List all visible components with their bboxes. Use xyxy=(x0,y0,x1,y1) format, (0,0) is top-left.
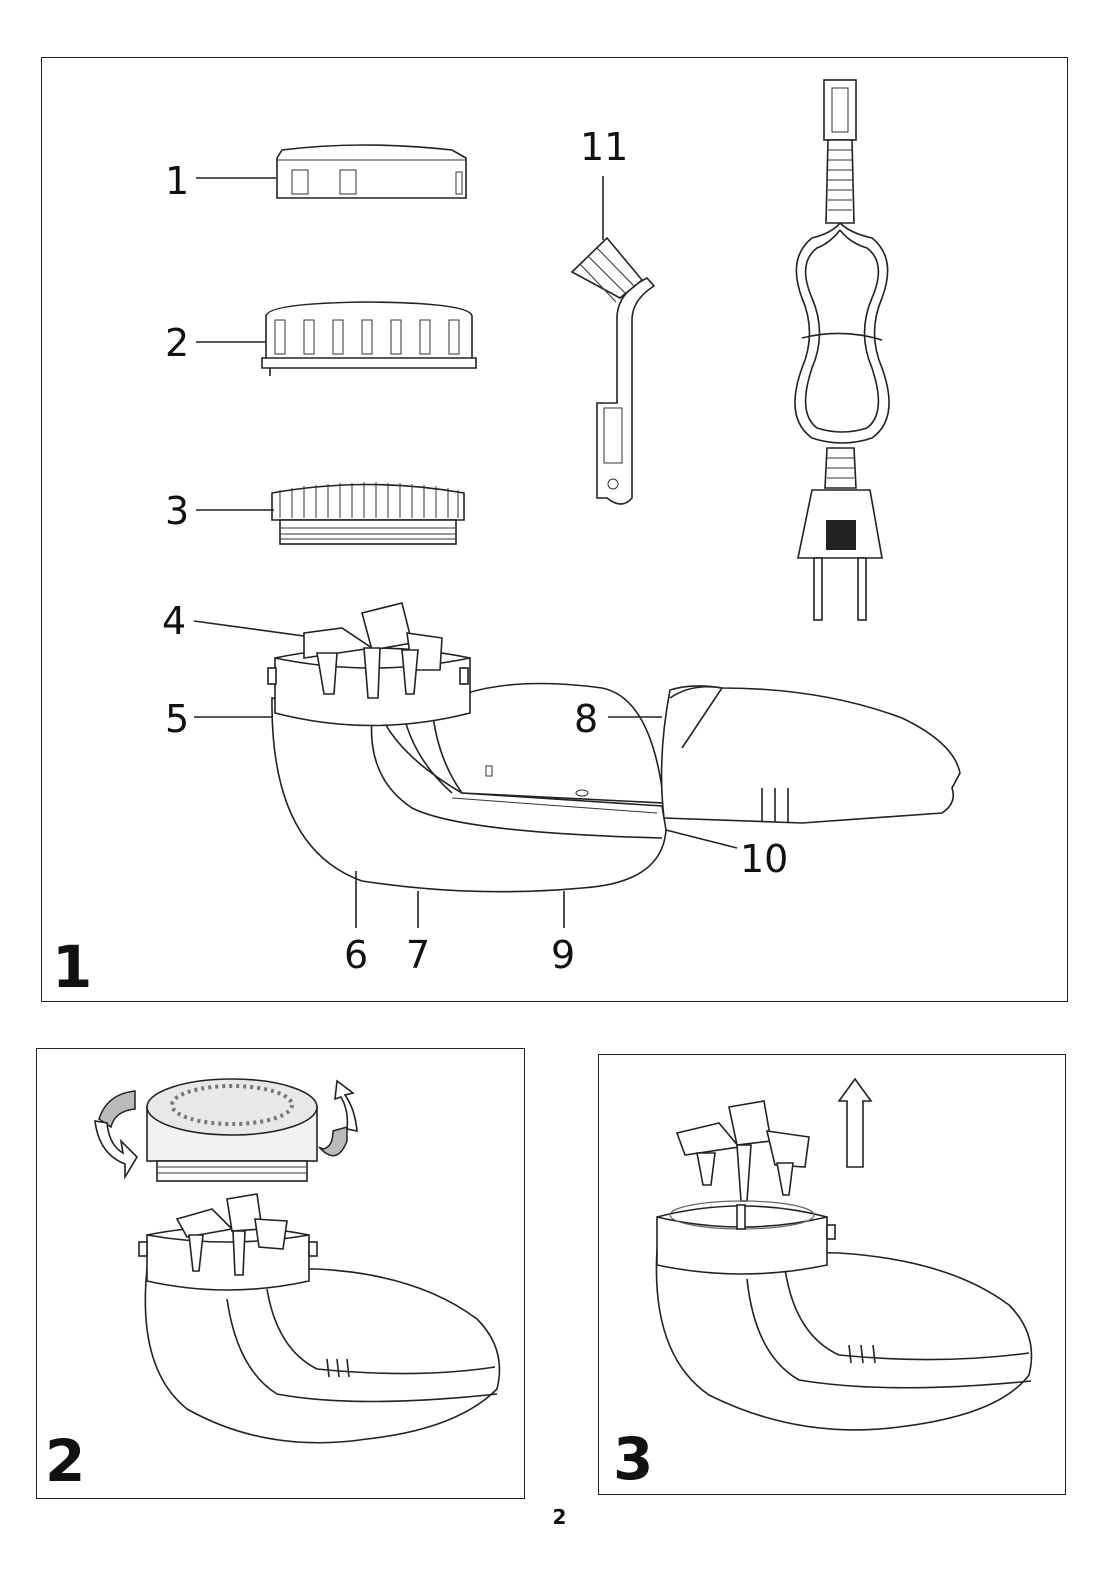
cap-drawing xyxy=(147,1079,317,1181)
callout-10: 10 xyxy=(740,837,788,881)
figure-3-drawing xyxy=(599,1055,1067,1496)
part-1-cover-drawing xyxy=(277,145,466,198)
part-8-shell-drawing xyxy=(662,686,960,823)
callout-8: 8 xyxy=(574,697,598,741)
page-number: 2 xyxy=(0,1505,1119,1529)
figure-1-panel: 1 2 3 4 5 6 7 8 9 10 11 1 xyxy=(41,57,1068,1002)
figure-2-number: 2 xyxy=(45,1432,85,1490)
callout-3: 3 xyxy=(165,489,189,533)
callout-4: 4 xyxy=(162,599,186,643)
power-cord-drawing xyxy=(795,80,889,620)
figure-2-panel: 2 xyxy=(36,1048,525,1499)
callout-9: 9 xyxy=(551,933,575,977)
part-11-brush-drawing xyxy=(572,238,654,504)
part-2-ring-drawing xyxy=(262,302,476,376)
figure-3-number: 3 xyxy=(613,1430,653,1488)
callout-1: 1 xyxy=(165,159,189,203)
callout-6: 6 xyxy=(344,933,368,977)
callout-2: 2 xyxy=(165,321,189,365)
figure-3-panel: 3 xyxy=(598,1054,1066,1495)
callout-7: 7 xyxy=(406,933,430,977)
part-3-cap-drawing xyxy=(272,482,464,544)
figure-2-drawing xyxy=(37,1049,526,1500)
figure-1-number: 1 xyxy=(52,938,92,996)
rotate-arrow-right-icon xyxy=(319,1081,357,1156)
main-body-drawing xyxy=(268,603,666,892)
blade-drawing xyxy=(677,1101,809,1201)
figure-1-drawing: 1 2 3 4 5 6 7 8 9 10 11 xyxy=(42,58,1069,1003)
up-arrow-icon xyxy=(839,1079,871,1167)
device-body-drawing xyxy=(656,1201,1031,1430)
callout-5: 5 xyxy=(165,697,189,741)
rotate-arrow-left-icon xyxy=(95,1091,137,1177)
device-body-drawing xyxy=(139,1194,500,1443)
callout-11: 11 xyxy=(580,125,628,169)
